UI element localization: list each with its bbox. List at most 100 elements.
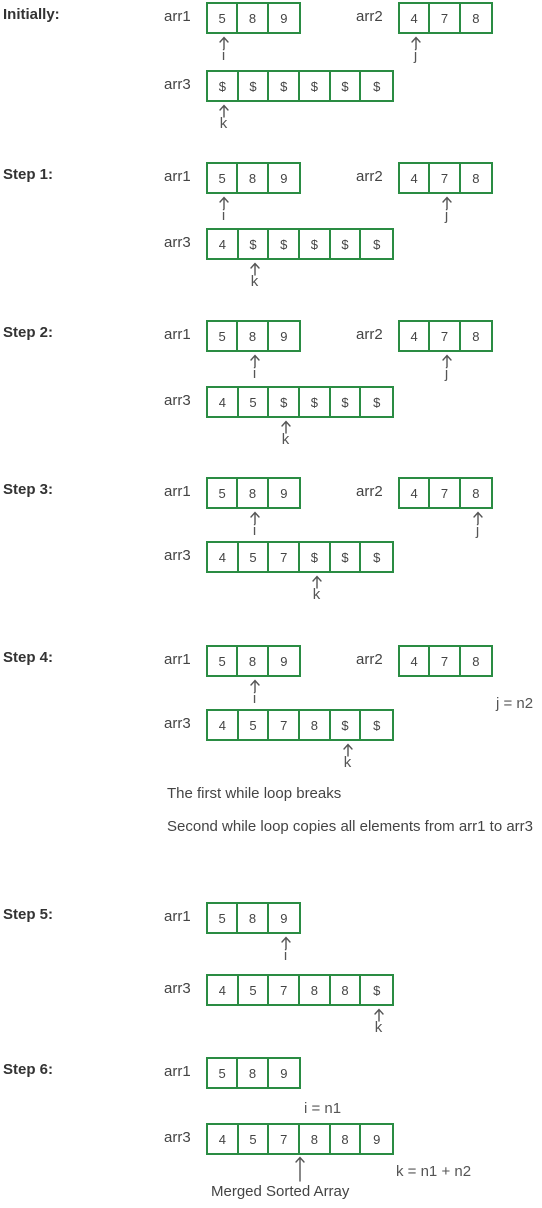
array-cell: 8 xyxy=(472,170,480,186)
array-name-arr1: arr1 xyxy=(164,8,191,25)
pointer-k: k xyxy=(307,575,327,602)
array-cell: $ xyxy=(331,388,362,416)
array-cell: $ xyxy=(373,717,381,733)
pointer-name: k xyxy=(281,431,290,448)
array-cell: $ xyxy=(373,394,381,410)
array-cell: $ xyxy=(239,230,270,258)
array-cell: 5 xyxy=(208,904,239,932)
pointer-i: i xyxy=(245,354,265,382)
array-cell: 8 xyxy=(331,1125,362,1153)
pointer-k: k xyxy=(338,743,358,770)
array-name-arr2: arr2 xyxy=(356,168,383,185)
array-name-arr1: arr1 xyxy=(164,651,191,668)
array-cell: $ xyxy=(331,230,362,258)
array-cell: 8 xyxy=(238,1059,269,1087)
array-cell: $ xyxy=(373,236,381,252)
array-cell: $ xyxy=(208,72,239,100)
array-cell: 9 xyxy=(280,653,288,669)
array-cell: $ xyxy=(300,388,331,416)
step-label: Step 4: xyxy=(3,649,54,666)
step-label: Step 1: xyxy=(3,166,54,183)
array-cell: 9 xyxy=(280,328,288,344)
array-cell: 9 xyxy=(280,910,288,926)
array-cell: 7 xyxy=(269,976,301,1004)
array-name-arr3: arr3 xyxy=(164,547,191,564)
array-cell: 8 xyxy=(238,479,269,507)
array-cell: $ xyxy=(239,72,270,100)
pointer-name: i xyxy=(252,365,257,382)
pointer-name: j xyxy=(413,47,418,64)
array-cell: 8 xyxy=(472,653,480,669)
array-name-arr3: arr3 xyxy=(164,76,191,93)
array-cell: 7 xyxy=(269,1125,301,1153)
array-cell: 5 xyxy=(208,4,239,32)
array-cell: 4 xyxy=(208,388,239,416)
array-cell: 5 xyxy=(239,543,270,571)
array-name-arr1: arr1 xyxy=(164,326,191,343)
array-cell: 8 xyxy=(238,904,269,932)
pointer-j: j xyxy=(406,36,426,64)
up-arrow-icon xyxy=(342,743,353,757)
up-arrow-icon xyxy=(472,511,483,525)
array-cell: 5 xyxy=(239,1125,270,1153)
array-cell: $ xyxy=(300,72,331,100)
pointer-name: j xyxy=(444,365,449,382)
array-cell: 9 xyxy=(280,1065,288,1081)
array-cell: $ xyxy=(300,230,331,258)
array-cell: 4 xyxy=(400,479,431,507)
array-box-arr3: 4$$$$$ xyxy=(206,228,394,260)
pointer-name: j xyxy=(444,207,449,224)
array-name-arr1: arr1 xyxy=(164,908,191,925)
up-arrow-icon xyxy=(373,1008,384,1022)
array-cell: 8 xyxy=(472,328,480,344)
array-name-arr2: arr2 xyxy=(356,326,383,343)
pointer-arrow xyxy=(437,196,457,210)
array-cell: $ xyxy=(269,388,301,416)
pointer-arrow xyxy=(276,936,296,950)
array-cell: $ xyxy=(300,543,331,571)
up-arrow-icon xyxy=(249,679,260,693)
pointer-arrow xyxy=(245,511,265,525)
array-cell: 5 xyxy=(239,711,270,739)
array-cell: 5 xyxy=(208,164,239,192)
array-cell: 5 xyxy=(208,479,239,507)
first-loop-text: The first while loop breaks xyxy=(167,785,342,802)
array-name-arr2: arr2 xyxy=(356,483,383,500)
pointer-i: i xyxy=(276,936,296,963)
pointer-k: k xyxy=(369,1008,389,1035)
array-name-arr3: arr3 xyxy=(164,715,191,732)
array-cell: 8 xyxy=(300,711,331,739)
array-cell: 7 xyxy=(269,543,301,571)
array-cell: $ xyxy=(331,711,362,739)
array-name-arr1: arr1 xyxy=(164,168,191,185)
array-cell: 4 xyxy=(400,4,431,32)
pointer-arrow xyxy=(276,420,296,434)
array-cell: 7 xyxy=(430,322,461,350)
array-cell: 8 xyxy=(238,164,269,192)
pointer-k: k xyxy=(245,262,265,289)
up-arrow-icon xyxy=(249,354,260,368)
pointer-j: j xyxy=(437,196,457,224)
pointer-arrow xyxy=(245,262,265,276)
pointer-note: j = n2 xyxy=(496,695,534,712)
up-arrow-icon xyxy=(249,511,260,525)
step-label: Step 5: xyxy=(3,906,54,923)
array-cell: 9 xyxy=(373,1131,381,1147)
array-name-arr3: arr3 xyxy=(164,392,191,409)
pointer-arrow xyxy=(214,36,234,50)
array-name-arr3: arr3 xyxy=(164,234,191,251)
array-cell: 8 xyxy=(300,1125,331,1153)
pointer-k: k xyxy=(214,104,234,131)
up-arrow-icon xyxy=(218,196,229,210)
array-box-arr3: $$$$$$ xyxy=(206,70,394,102)
